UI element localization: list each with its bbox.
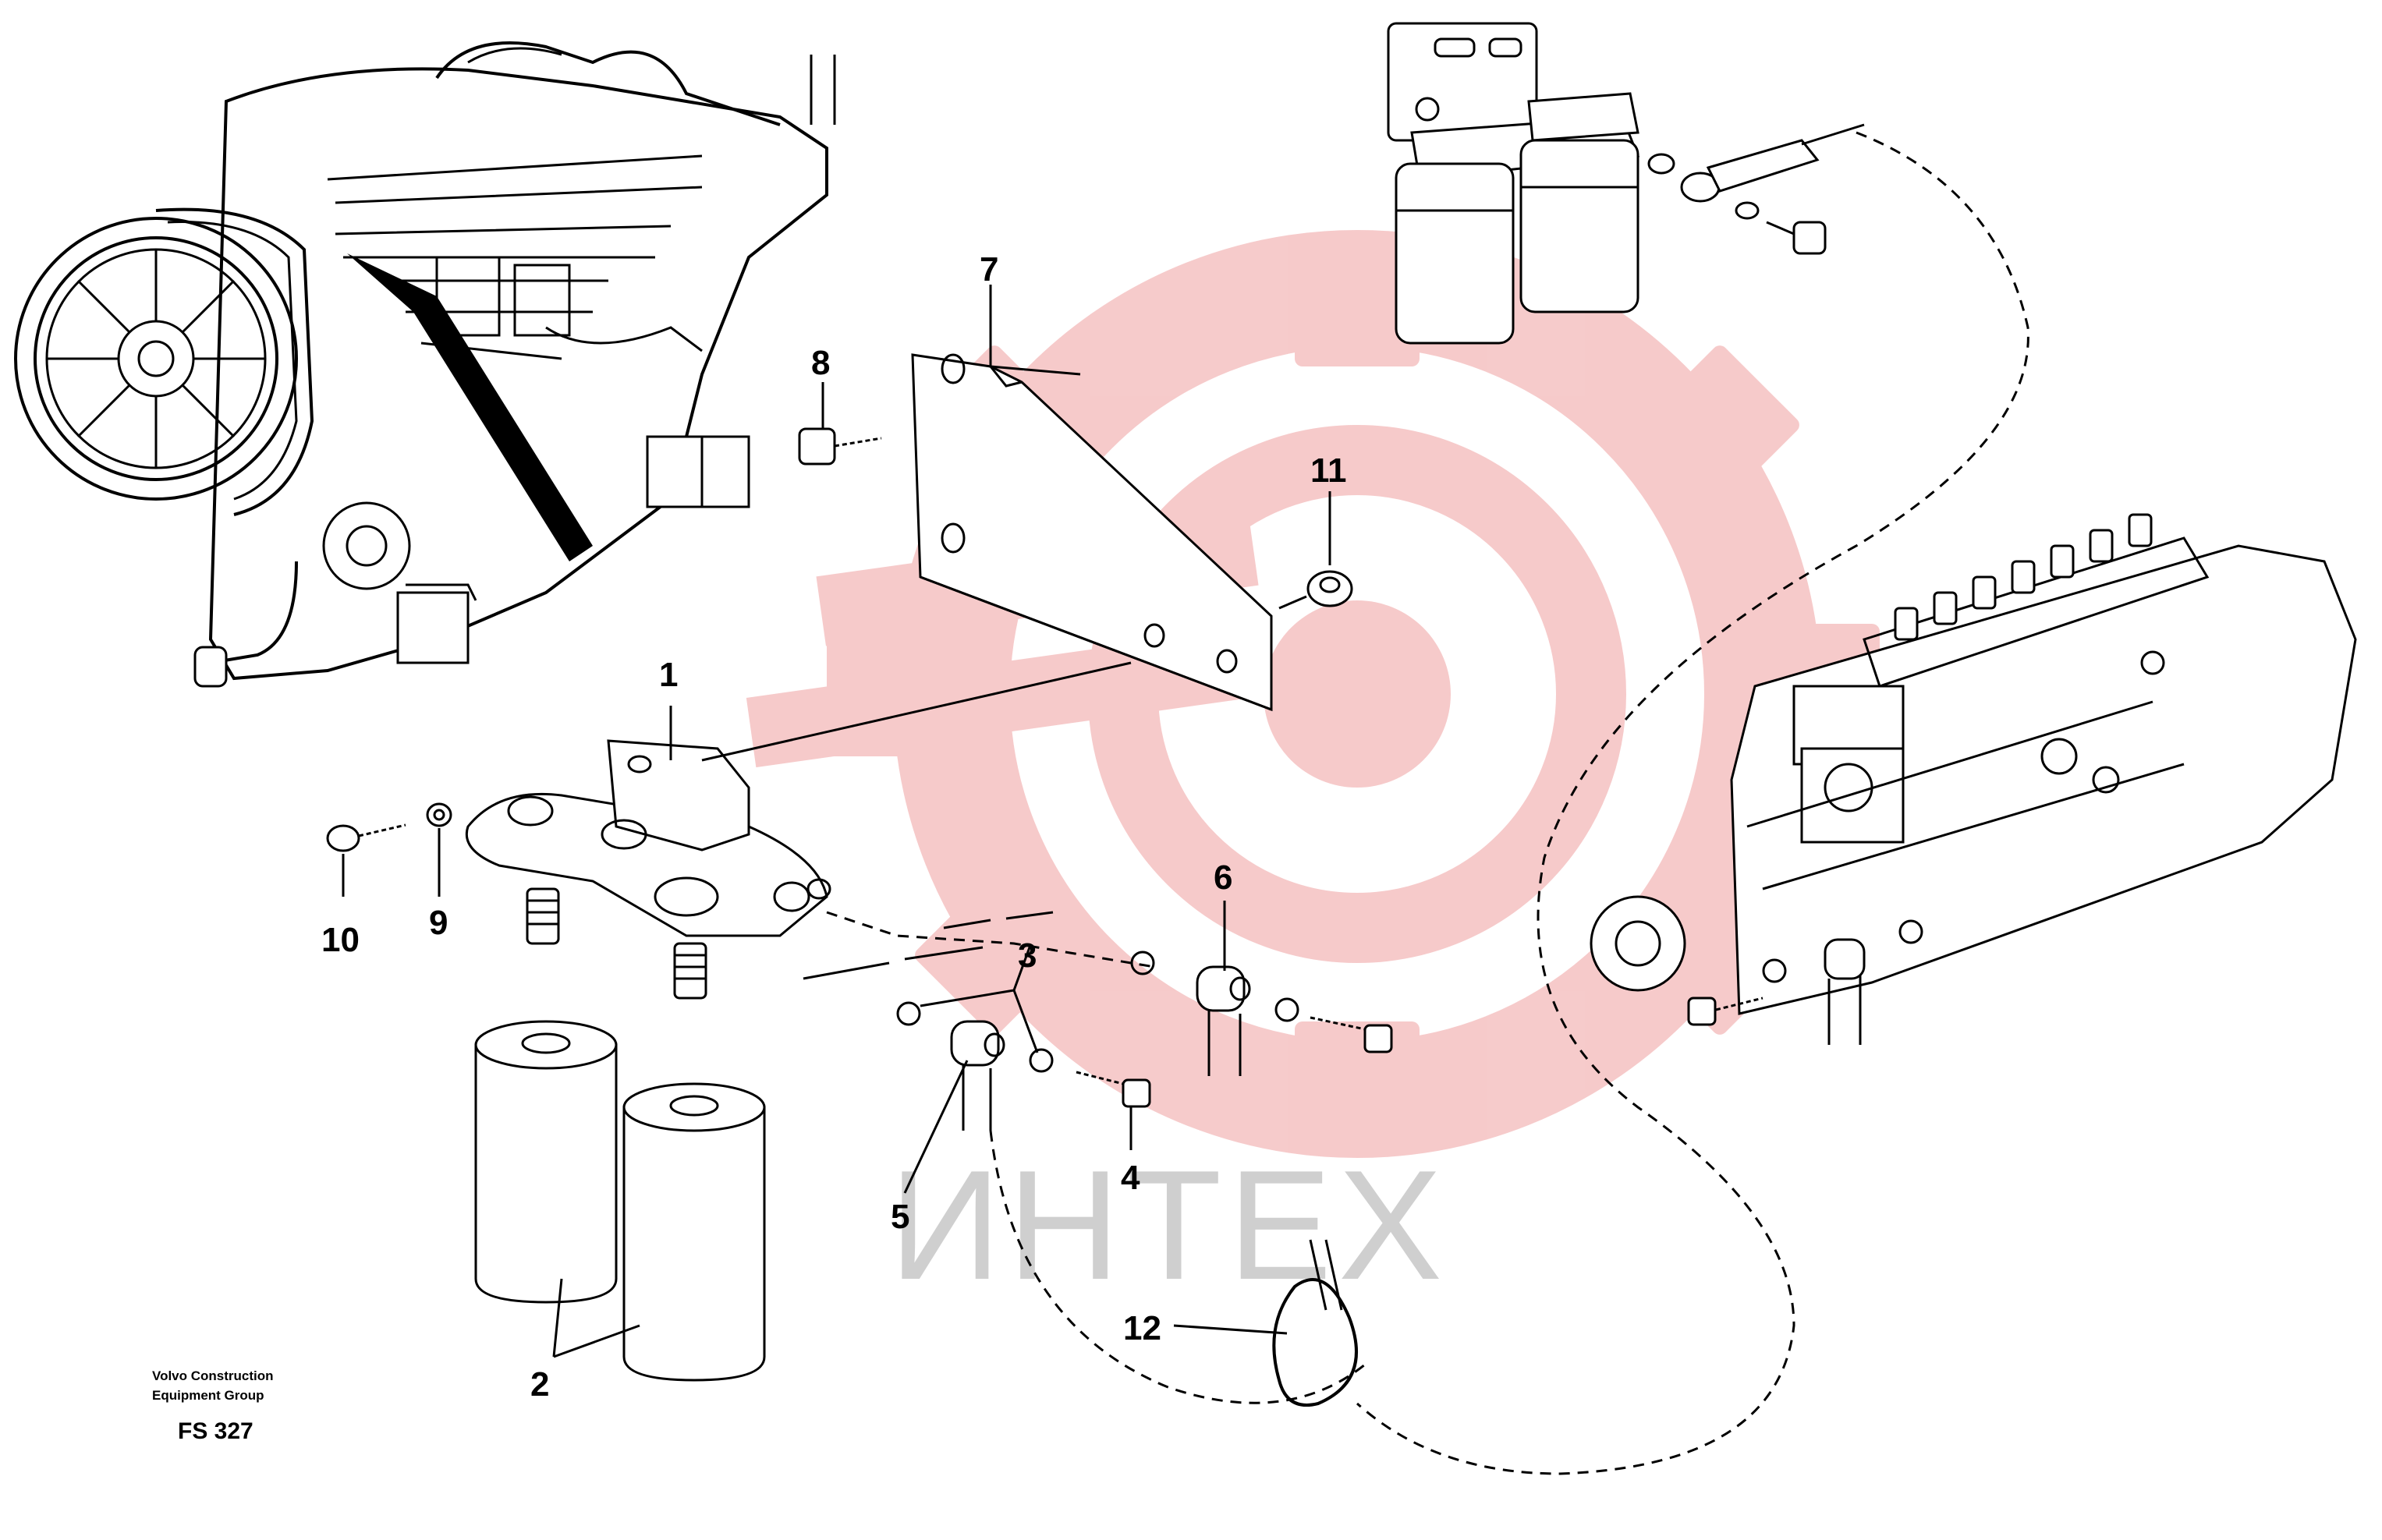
fuel-filter-assembly-icon (1387, 22, 1865, 345)
engine-assembly-icon (14, 41, 836, 688)
watermark-text: ИНТЕХ (889, 1138, 1448, 1312)
injection-pump-icon (1356, 131, 2357, 1475)
banjo-fittings-icon (803, 911, 1393, 1404)
footer-figure-code: FS 327 (178, 1418, 253, 1444)
callout-3: 3 (1018, 936, 1037, 975)
hose-clamp-icon (1272, 1239, 1358, 1407)
callout-11: 11 (1310, 451, 1347, 490)
callout-1: 1 (659, 656, 678, 694)
callout-6: 6 (1214, 859, 1232, 897)
nut-11-icon (1278, 570, 1353, 610)
footer-company-line1: Volvo Construction (152, 1368, 274, 1383)
screw-10-icon (326, 823, 406, 852)
callout-12: 12 (1123, 1309, 1161, 1347)
filter-head-icon (466, 661, 1132, 1000)
callout-2: 2 (530, 1365, 549, 1404)
callout-7: 7 (980, 250, 998, 289)
leader-lines (342, 285, 1331, 1358)
callout-8: 8 (811, 344, 830, 382)
callout-5: 5 (891, 1198, 909, 1236)
callout-labels: 1 2 3 4 5 6 7 8 9 10 11 12 (321, 250, 1347, 1404)
callout-10: 10 (321, 921, 360, 959)
footer-company-line2: Equipment Group (152, 1388, 264, 1403)
filter-cartridge-icon (474, 1020, 766, 1382)
callout-4: 4 (1121, 1159, 1140, 1197)
washer-9-icon (426, 802, 452, 827)
bolt-8-icon (798, 427, 882, 466)
footer-caption: Volvo Construction Equipment Group FS 32… (152, 1368, 274, 1444)
callout-9: 9 (429, 904, 448, 942)
